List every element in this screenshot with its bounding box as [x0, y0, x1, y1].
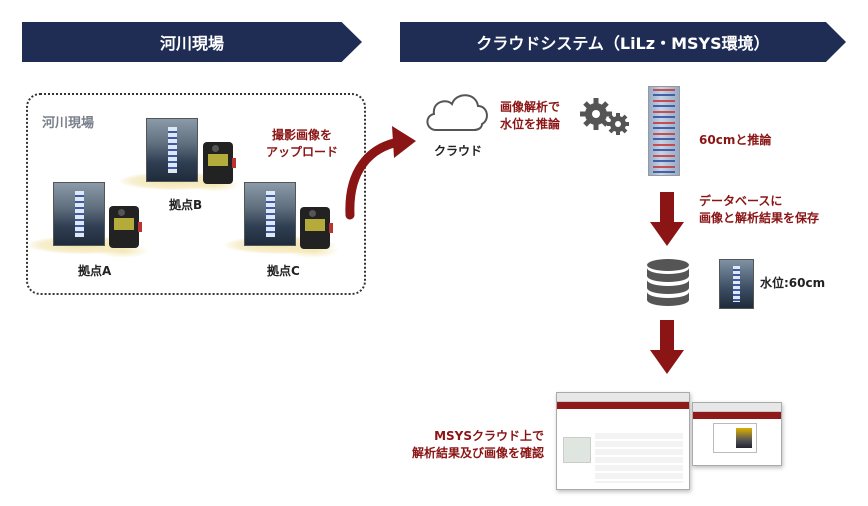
upload-label-line1: 撮影画像を	[271, 128, 332, 142]
inference-result: 60cmと推論	[699, 133, 772, 147]
msys-label: MSYSクラウド上で 解析結果及び画像を確認	[394, 428, 544, 462]
cloud-system-banner-title: クラウドシステム（LiLz・MSYS環境）	[476, 34, 770, 53]
stored-photo	[719, 259, 754, 309]
view-arrow	[650, 320, 684, 374]
map-thumbnail	[563, 437, 591, 463]
staff-gauge-image	[648, 86, 680, 176]
msys-screen-detail	[692, 402, 782, 466]
database-save-label-line1: データベースに	[699, 194, 783, 208]
upload-label: 撮影画像を アップロード	[258, 127, 346, 161]
msys-label-line2: 解析結果及び画像を確認	[411, 446, 544, 460]
database-save-label: データベースに 画像と解析結果を保存	[699, 193, 819, 227]
cloud-label: クラウド	[434, 144, 483, 158]
point-a-label: 拠点A	[78, 264, 112, 278]
point-b-label: 拠点B	[169, 198, 203, 212]
water-level-label: 水位:60cm	[760, 276, 826, 290]
point-c-camera-icon	[300, 207, 333, 249]
database-save-label-line2: 画像と解析結果を保存	[699, 211, 820, 225]
upload-label-line2: アップロード	[265, 145, 338, 159]
point-c-label: 拠点C	[267, 264, 300, 278]
cloud-icon	[426, 94, 488, 131]
upload-arrow	[345, 126, 416, 220]
save-arrow	[650, 192, 684, 246]
point-a-camera-icon	[109, 206, 142, 248]
point-a-photo	[53, 182, 105, 246]
msys-screen-list	[556, 392, 690, 490]
river-site-banner: 河川現場	[22, 22, 362, 62]
river-site-box	[26, 93, 366, 295]
gears-icon	[580, 98, 629, 135]
inference-label-line2: 水位を推論	[500, 117, 561, 131]
msys-label-line1: MSYSクラウド上で	[434, 429, 544, 443]
point-c-photo	[244, 182, 296, 246]
point-b-photo	[146, 118, 198, 182]
database-icon	[647, 259, 689, 306]
river-site-banner-title: 河川現場	[159, 34, 224, 53]
detail-modal	[713, 423, 757, 453]
cloud-system-banner: クラウドシステム（LiLz・MSYS環境）	[400, 22, 846, 62]
point-b-camera-icon	[203, 142, 236, 184]
river-site-box-title: 河川現場	[42, 116, 95, 131]
inference-label-line1: 画像解析で	[500, 100, 561, 114]
inference-label: 画像解析で 水位を推論	[500, 99, 560, 133]
